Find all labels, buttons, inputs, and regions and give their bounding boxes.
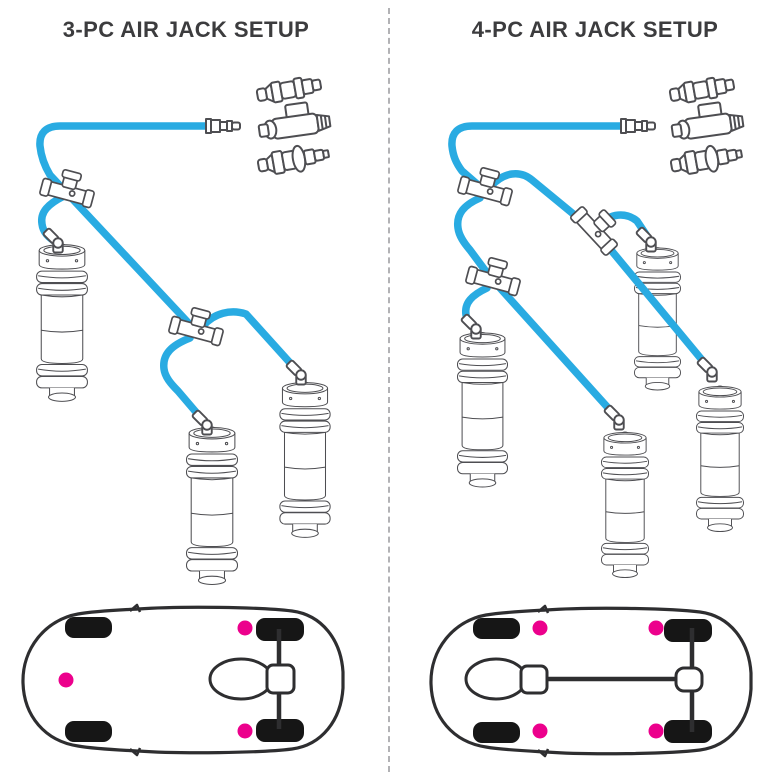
- right-panel-title: 4-PC AIR JACK SETUP: [471, 17, 719, 42]
- gearbox: [519, 664, 549, 695]
- car-diagram-3pc: [21, 603, 345, 757]
- four-piece-setup-diagram: [429, 73, 753, 758]
- tee-fitting: [568, 195, 629, 257]
- engine: [464, 657, 528, 701]
- fittings-set: [254, 73, 333, 180]
- jack-point-dot: [648, 723, 664, 739]
- jack-point-dot: [532, 723, 548, 739]
- hose-end-plug: [205, 118, 241, 134]
- air-jacks-group-right: [457, 247, 744, 579]
- hose-end-plug: [620, 118, 656, 134]
- elbow-fitting: [284, 358, 307, 386]
- air-jack: [186, 426, 238, 586]
- dashed-divider: [388, 8, 390, 772]
- jack-point-dot: [58, 672, 74, 688]
- tee-fitting: [456, 161, 518, 207]
- air-jacks-group-left: [36, 243, 331, 586]
- air-jack: [634, 247, 681, 391]
- car-diagram-4pc: [429, 604, 753, 758]
- air-hoses-left: [36, 122, 305, 429]
- air-jack: [279, 381, 331, 538]
- jack-point-dot: [237, 723, 253, 739]
- left-panel-title: 3-PC AIR JACK SETUP: [62, 17, 310, 42]
- three-piece-setup-diagram: [21, 73, 345, 757]
- engine: [208, 657, 274, 701]
- jack-point-dot: [648, 620, 664, 636]
- elbow-fitting: [695, 355, 718, 383]
- air-jack: [696, 385, 744, 532]
- elbow-fitting: [634, 225, 657, 253]
- differential: [674, 666, 704, 693]
- jack-point-dot: [237, 620, 253, 636]
- air-jack: [601, 431, 649, 579]
- gearbox: [265, 663, 296, 695]
- elbow-fitting: [459, 312, 482, 340]
- jack-point-dot: [532, 620, 548, 636]
- elbow-fitting: [602, 403, 625, 431]
- jack-point-dots: [58, 620, 253, 739]
- air-jack: [36, 243, 88, 402]
- fittings-set: [667, 73, 746, 180]
- jack-point-dots: [532, 620, 664, 739]
- air-jack: [457, 331, 508, 488]
